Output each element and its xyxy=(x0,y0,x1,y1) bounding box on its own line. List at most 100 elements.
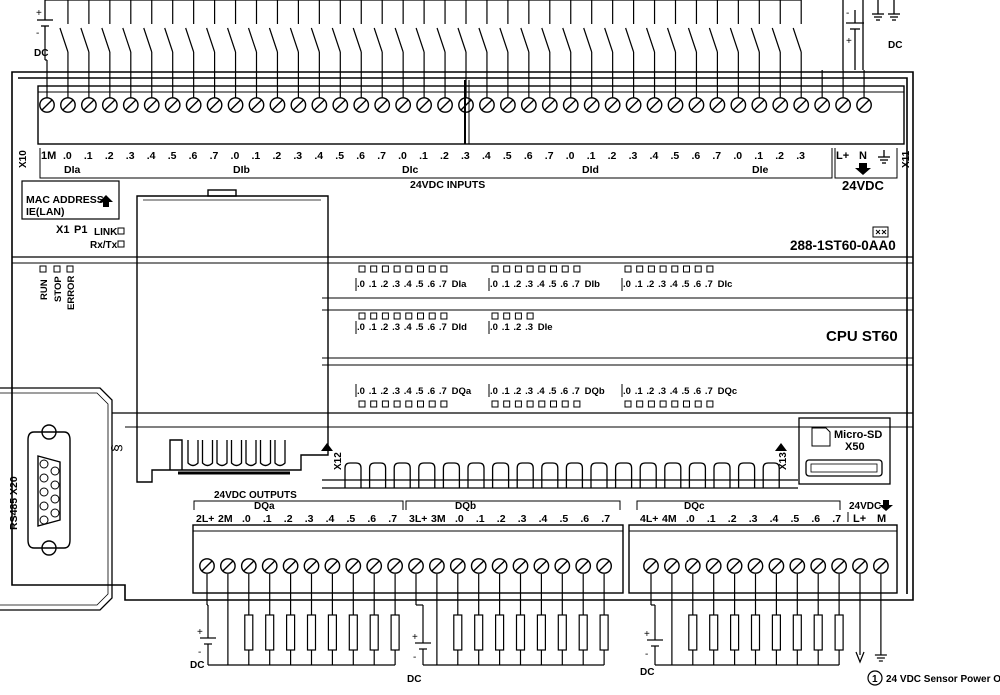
io-led xyxy=(393,312,401,320)
led-index-label: .3 xyxy=(525,386,533,397)
led-index-label: .1 xyxy=(502,279,511,290)
input-terminal-screw xyxy=(835,97,851,113)
supply-minus-label: - xyxy=(413,652,416,663)
led-index-label: .5 xyxy=(416,386,425,397)
supply-minus-label: - xyxy=(645,649,648,660)
output-terminal-screw xyxy=(491,558,508,574)
output-terminal-screw xyxy=(768,558,785,574)
led-index-label: .1 xyxy=(635,279,644,290)
output-terminal-screw xyxy=(387,558,403,574)
input-terminal-label: .4 xyxy=(482,150,491,162)
output-group-dqa: DQa xyxy=(254,501,275,512)
input-terminal-screw xyxy=(122,97,139,113)
model-label: CPU ST60 xyxy=(826,328,898,345)
input-terminal-screw xyxy=(562,97,579,113)
input-group-did: DId xyxy=(582,164,599,176)
input-terminal-label: .1 xyxy=(419,150,428,162)
io-led xyxy=(428,265,436,273)
input-terminal-label: .6 xyxy=(691,150,700,162)
footnote-marker xyxy=(867,670,883,686)
supply-minus-label: - xyxy=(198,647,201,658)
output-terminal-block-right xyxy=(628,524,898,594)
output-terminal-label: .6 xyxy=(811,513,820,525)
led-group-label: DQb xyxy=(585,386,605,397)
io-led xyxy=(358,400,366,408)
output-terminal-label: .6 xyxy=(367,513,376,525)
led-group-label: DIe xyxy=(538,322,553,333)
output-terminal-screw xyxy=(831,558,847,574)
io-led xyxy=(671,400,679,408)
output-terminal-label: .1 xyxy=(707,513,716,525)
led-index-label: .5 xyxy=(682,386,691,397)
led-index-label: .4 xyxy=(404,322,413,333)
output-supply-label-c: DC xyxy=(640,667,654,678)
output-terminal-label: .5 xyxy=(791,513,800,525)
output-terminal-screw xyxy=(810,558,827,574)
input-terminal-screw xyxy=(143,97,160,113)
led-index-label: .7 xyxy=(439,386,447,397)
led-index-label: .3 xyxy=(525,322,533,333)
io-led xyxy=(503,400,511,408)
input-terminal-screw xyxy=(667,97,684,113)
micro-sd-slot xyxy=(798,417,891,485)
io-led xyxy=(671,265,679,273)
led-group-label: DId xyxy=(452,322,468,333)
led-index-label: .3 xyxy=(658,279,666,290)
io-led xyxy=(440,265,448,273)
footnote-number: 1 xyxy=(872,674,878,685)
output-terminal-screw xyxy=(873,558,889,574)
output-terminal-screw xyxy=(726,558,743,574)
io-led xyxy=(561,265,569,273)
cover-fins xyxy=(187,440,286,467)
io-led xyxy=(550,400,557,408)
output-terminal-label: .2 xyxy=(728,513,737,525)
led-group-label: DQa xyxy=(452,386,472,397)
input-terminal-label: .6 xyxy=(356,150,365,162)
supply-plus-label: + xyxy=(644,629,650,640)
led-index-label: .5 xyxy=(682,279,691,290)
output-terminal-screw xyxy=(575,558,592,574)
output-terminal-screw xyxy=(705,558,722,574)
input-terminal-screw xyxy=(311,97,328,113)
output-terminal-label: .0 xyxy=(455,513,464,525)
output-terminal-label: 4L+ xyxy=(640,513,658,525)
input-terminal-screw xyxy=(248,97,265,113)
io-led xyxy=(706,265,714,273)
rxtx-led xyxy=(117,240,125,248)
led-index-label: .6 xyxy=(427,322,435,333)
sensor-terminal-m: M xyxy=(877,513,886,525)
output-terminal-label: .3 xyxy=(305,513,314,525)
x10-label: X10 xyxy=(18,150,29,168)
io-led xyxy=(428,312,436,320)
led-index-label: .4 xyxy=(537,279,546,290)
right-supply-label: DC xyxy=(888,40,902,51)
output-terminal-label: .4 xyxy=(770,513,779,525)
status-run-label: RUN xyxy=(39,279,50,300)
x13-label: X13 xyxy=(778,452,789,470)
input-wiring xyxy=(44,0,865,98)
led-index-label: .6 xyxy=(427,386,435,397)
output-terminal-screw xyxy=(470,558,487,574)
input-terminal-screw xyxy=(856,97,872,113)
io-led xyxy=(358,312,366,320)
status-leds xyxy=(39,265,74,273)
output-terminal-label: .0 xyxy=(686,513,695,525)
input-terminal-labels: .0.1.2.3.4.5.6.7.0.1.2.3.4.5.6.7.0.1.2.3… xyxy=(63,150,805,162)
led-index-label: .2 xyxy=(513,386,521,397)
io-led xyxy=(526,312,534,320)
led-index-label: .3 xyxy=(392,322,400,333)
part-number: 288-1ST60-0AA0 xyxy=(790,238,896,253)
expansion-slots xyxy=(344,462,780,488)
output-terminal-screw xyxy=(324,558,341,574)
power-section-label: 24VDC xyxy=(842,178,885,193)
io-led xyxy=(573,265,581,273)
input-terminal-label: .2 xyxy=(440,150,449,162)
input-terminal-screw xyxy=(60,97,76,113)
input-terminal-screw xyxy=(395,97,412,113)
input-terminal-block xyxy=(37,80,905,145)
input-terminal-label: .0 xyxy=(566,150,575,162)
output-terminal-screw xyxy=(408,558,424,574)
output-supply-label-b: DC xyxy=(407,674,421,685)
